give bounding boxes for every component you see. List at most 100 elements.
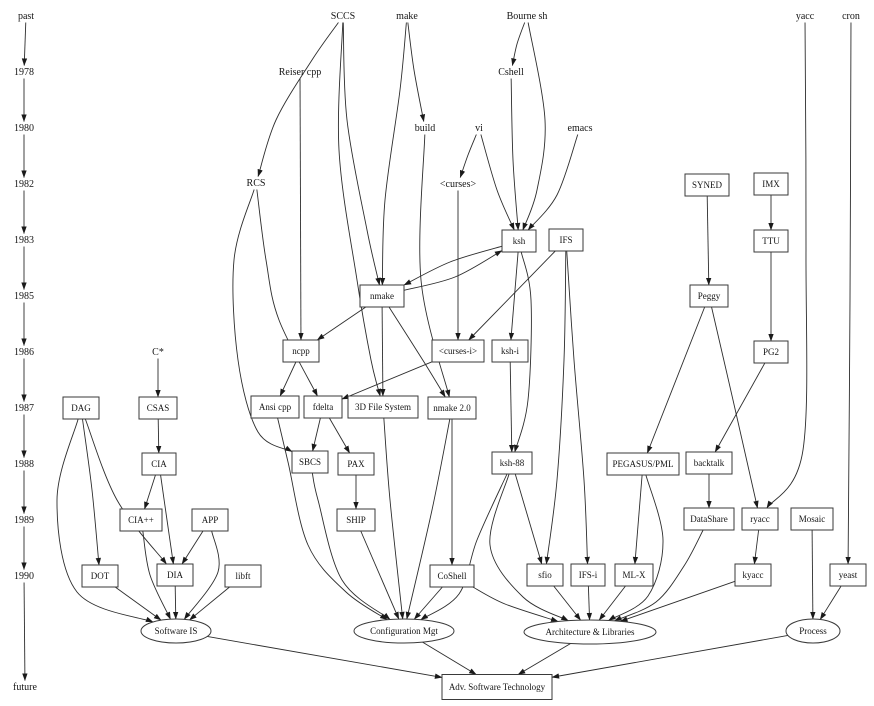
node-yeast: yeast	[829, 563, 867, 587]
node-datashare-label: DataShare	[690, 514, 727, 524]
node-y1989: 1989	[14, 515, 34, 526]
node-y1980: 1980	[14, 123, 34, 134]
edge-ansicpp-to-configmgt	[277, 417, 388, 621]
node-pg2: PG2	[753, 340, 789, 364]
node-process-ellipse	[785, 618, 841, 644]
node-imx: IMX	[753, 172, 789, 196]
edge-cshell-to-ksh	[510, 78, 521, 231]
edge-process-to-advsoft	[551, 635, 788, 679]
node-emacs-label: emacs	[568, 123, 593, 134]
node-mosaic: Mosaic	[790, 507, 834, 531]
node-nmake-label: nmake	[370, 291, 394, 301]
node-ansicpp: Ansi cpp	[250, 395, 300, 419]
node-y1978-label: 1978	[14, 67, 34, 78]
node-pax-label: PAX	[347, 459, 365, 469]
node-y1989-label: 1989	[14, 515, 34, 526]
edge-cron-to-yeast	[845, 22, 852, 565]
node-y1983-label: 1983	[14, 235, 34, 246]
node-sbcs-label: SBCS	[299, 457, 321, 467]
node-dot-label: DOT	[91, 571, 110, 581]
edge-ifs-to-ifsi	[566, 250, 590, 565]
node-coshell: CoShell	[429, 564, 475, 588]
node-cron: cron	[842, 11, 860, 22]
node-fdelta-label: fdelta	[313, 402, 334, 412]
node-backtalk-label: backtalk	[694, 458, 725, 468]
node-dia: DIA	[156, 563, 194, 587]
node-ifsi-label: IFS-i	[579, 570, 598, 580]
node-ncpp-label: ncpp	[292, 346, 310, 356]
node-vi: vi	[475, 123, 483, 134]
node-ifs-label: IFS	[559, 235, 572, 245]
node-pg2-box	[753, 340, 789, 364]
edge-sccs-to-nmake	[342, 22, 381, 286]
node-ship-box	[336, 508, 376, 532]
edge-yacc-to-ryacc	[766, 22, 808, 509]
node-nmake2-label: nmake 2.0	[433, 403, 471, 413]
node-kshi-label: ksh-i	[501, 346, 519, 356]
node-ncpp: ncpp	[282, 339, 320, 363]
edge-csas-to-cia	[156, 418, 162, 454]
node-datashare: DataShare	[683, 507, 735, 531]
node-sccs-label: SCCS	[331, 11, 355, 22]
edge-ncpp-to-ansicpp	[279, 361, 297, 397]
edge-make-to-build	[407, 22, 426, 122]
edge-nmake-to-ncpp	[316, 306, 367, 341]
node-pegasus-box	[606, 452, 680, 476]
node-pegasus-label: PEGASUS/PML	[612, 459, 673, 469]
node-archlib-ellipse	[523, 619, 657, 645]
node-y1990-label: 1990	[14, 571, 34, 582]
node-ifs: IFS	[548, 228, 584, 252]
node-y1988-label: 1988	[14, 459, 34, 470]
node-reiser-label: Reiser cpp	[279, 67, 322, 78]
node-cursesi-label: <curses-i>	[439, 346, 477, 356]
node-rcs: RCS	[247, 178, 266, 189]
node-ansicpp-label: Ansi cpp	[259, 402, 292, 412]
edge-coshell-to-archlib	[472, 586, 559, 622]
node-mlx-box	[614, 563, 654, 587]
node-softwareis: Software IS	[140, 618, 212, 644]
node-datashare-box	[683, 507, 735, 531]
node-ksh88: ksh-88	[491, 451, 533, 475]
node-nmake2-box	[427, 396, 477, 420]
node-dag: DAG	[62, 396, 100, 420]
node-y1983: 1983	[14, 235, 34, 246]
node-mlx: ML-X	[614, 563, 654, 587]
node-future-label: future	[13, 682, 37, 693]
edge-ciapp-to-softwareis	[142, 530, 171, 620]
node-y1990: 1990	[14, 571, 34, 582]
edge-pegasus-to-archlib	[608, 474, 664, 621]
node-dot: DOT	[81, 564, 119, 588]
node-y1987: 1987	[14, 403, 34, 414]
node-kyacc: kyacc	[734, 563, 772, 587]
node-ifsi-box	[570, 563, 606, 587]
edge-fs3d-to-configmgt	[383, 417, 405, 620]
node-ciapp: CIA++	[119, 508, 163, 532]
node-ttu-box	[753, 229, 789, 253]
node-dia-box	[156, 563, 194, 587]
node-y1978: 1978	[14, 67, 34, 78]
edge-bourne-to-cshell	[511, 22, 526, 66]
node-ksh-label: ksh	[513, 236, 526, 246]
node-configmgt-label: Configuration Mgt	[370, 626, 438, 636]
node-curses: <curses>	[440, 179, 477, 190]
edge-sccs-to-rcs	[257, 22, 339, 177]
node-pegasus: PEGASUS/PML	[606, 452, 680, 476]
edge-dia-to-softwareis	[172, 585, 179, 620]
node-past: past	[18, 11, 34, 22]
node-mlx-label: ML-X	[623, 570, 646, 580]
node-build-label: build	[415, 123, 436, 134]
edge-cia-to-dia	[160, 474, 176, 565]
node-backtalk: backtalk	[685, 451, 733, 475]
node-curses-label: <curses>	[440, 179, 477, 190]
node-ship-label: SHIP	[346, 515, 366, 525]
edge-nmake2-to-configmgt	[405, 418, 451, 620]
node-dot-box	[81, 564, 119, 588]
node-yeast-label: yeast	[839, 570, 858, 580]
edge-peggy-to-pegasus	[646, 306, 706, 454]
node-dia-label: DIA	[167, 570, 183, 580]
edge-ryacc-to-kyacc	[752, 529, 760, 565]
edge-libft-to-softwareis	[189, 586, 230, 621]
edge-kyacc-to-archlib	[619, 580, 736, 622]
node-build: build	[415, 123, 436, 134]
